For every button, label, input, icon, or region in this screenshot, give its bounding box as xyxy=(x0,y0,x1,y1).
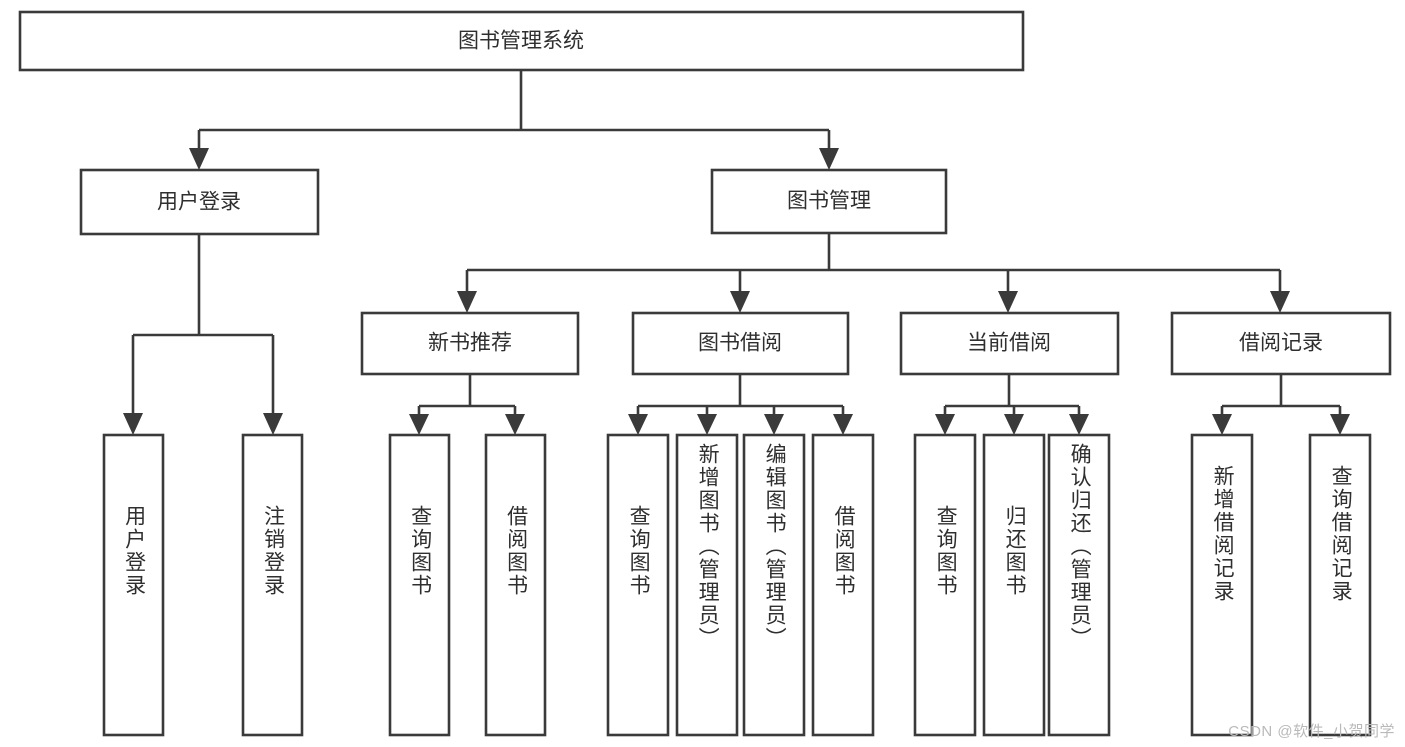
node-leaf-return-book[interactable] xyxy=(982,433,1046,737)
node-user-login[interactable] xyxy=(79,168,320,236)
node-leaf-borrow-book-2[interactable] xyxy=(811,433,875,737)
node-leaf-query-book-2[interactable] xyxy=(606,433,670,737)
arrow-head-to-leaf-user-login xyxy=(123,413,143,435)
node-current-borrow-label: 当前借阅 xyxy=(967,332,1051,355)
node-leaf-query-record[interactable] xyxy=(1308,433,1372,737)
arrow-heads xyxy=(123,148,1350,435)
arrow-head-to-leaf-borrow-book-1 xyxy=(505,414,525,435)
node-book-borrow-label: 图书借阅 xyxy=(698,332,782,355)
node-leaf-add-record[interactable] xyxy=(1190,433,1254,737)
arrow-head-to-borrow-record xyxy=(1270,291,1290,313)
node-book-borrow[interactable] xyxy=(631,311,850,376)
arrow-head-to-new-book-rec xyxy=(457,291,477,313)
arrow-head-to-leaf-query-record xyxy=(1330,414,1350,435)
arrow-head-to-book-borrow xyxy=(730,291,750,313)
node-leaf-logout[interactable] xyxy=(241,433,304,737)
arrow-head-to-leaf-return-book xyxy=(1004,414,1024,435)
node-new-book-rec-label: 新书推荐 xyxy=(428,332,512,355)
arrow-head-to-leaf-borrow-book-2 xyxy=(833,414,853,435)
arrow-head-to-book-manage xyxy=(819,148,839,170)
node-book-manage-label: 图书管理 xyxy=(787,190,871,213)
node-boxes: 图书管理系统 用户登录 图书管理 新书推荐 图书借阅 当前借阅 借阅记录 xyxy=(18,10,1392,737)
node-leaf-edit-book[interactable] xyxy=(742,433,806,737)
node-borrow-record-label: 借阅记录 xyxy=(1239,332,1323,355)
arrow-head-to-leaf-add-record xyxy=(1212,414,1232,435)
node-root[interactable] xyxy=(18,10,1025,72)
node-current-borrow[interactable] xyxy=(899,311,1120,376)
node-new-book-rec[interactable] xyxy=(360,311,580,376)
csdn-watermark: CSDN @软件_小贺同学 xyxy=(1228,723,1395,740)
arrow-head-to-leaf-add-book xyxy=(697,414,717,435)
arrow-head-to-leaf-edit-book xyxy=(764,414,784,435)
node-leaf-query-book-1[interactable] xyxy=(388,433,451,737)
arrow-head-to-leaf-query-book-3 xyxy=(935,414,955,435)
arrow-head-to-current-borrow xyxy=(998,291,1018,313)
node-leaf-confirm-return[interactable] xyxy=(1047,433,1111,737)
node-leaf-borrow-book-1[interactable] xyxy=(484,433,547,737)
arrow-head-to-leaf-query-book-2 xyxy=(628,414,648,435)
node-leaf-user-login[interactable] xyxy=(102,433,165,737)
arrow-head-to-leaf-query-book-1 xyxy=(409,414,429,435)
arrow-head-to-user-login xyxy=(189,148,209,170)
node-leaf-query-book-3[interactable] xyxy=(913,433,977,737)
node-user-login-label: 用户登录 xyxy=(157,191,241,214)
node-root-label: 图书管理系统 xyxy=(458,30,584,53)
node-book-manage[interactable] xyxy=(710,168,948,235)
arrow-head-to-leaf-logout xyxy=(263,413,283,435)
node-borrow-record[interactable] xyxy=(1170,311,1392,376)
node-leaf-add-book[interactable] xyxy=(675,433,739,737)
arrow-head-to-leaf-confirm-return xyxy=(1069,414,1089,435)
